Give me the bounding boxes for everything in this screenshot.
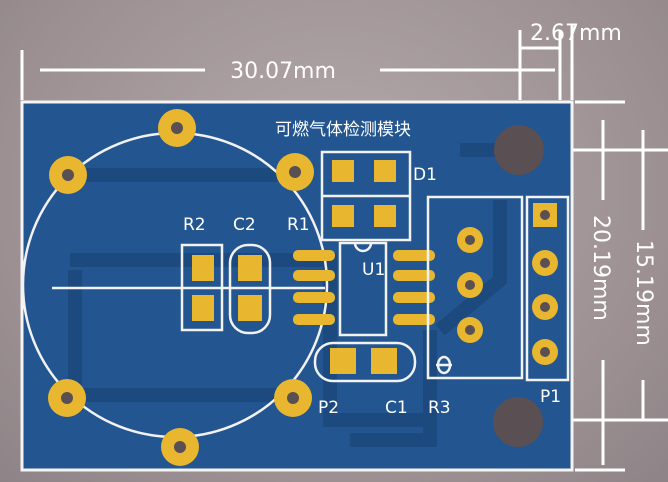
label-r1: R1 bbox=[287, 215, 310, 235]
dimension-height: 20.19mm 15.19mm bbox=[550, 100, 668, 472]
label-d1: D1 bbox=[413, 165, 437, 185]
board-title: 可燃气体检测模块 bbox=[275, 120, 411, 140]
label-c1: C1 bbox=[385, 398, 408, 418]
height-outer-dimension-label: 20.19mm bbox=[588, 215, 613, 321]
label-u1: U1 bbox=[362, 260, 385, 280]
component-r3 bbox=[426, 195, 524, 380]
component-u1: U1 bbox=[293, 241, 435, 337]
label-p2: P2 bbox=[318, 398, 339, 418]
component-r2: R2 bbox=[180, 215, 224, 332]
width-dimension-label: 30.07mm bbox=[230, 59, 336, 84]
label-p1: P1 bbox=[540, 387, 561, 407]
dimension-width: 30.07mm bbox=[20, 25, 574, 100]
dimension-offset: 2.67mm bbox=[518, 21, 622, 100]
label-c2: C2 bbox=[233, 215, 256, 235]
header-p1: P1 bbox=[525, 195, 570, 407]
pcb-board: 可燃气体检测模块 D1 R2 C2 R1 bbox=[20, 100, 574, 472]
component-c2: C2 bbox=[228, 215, 272, 335]
height-inner-dimension-label: 15.19mm bbox=[631, 240, 656, 346]
label-r3: R3 bbox=[428, 398, 451, 418]
component-c1: P2 C1 R3 bbox=[313, 341, 451, 418]
sensor-pads bbox=[48, 109, 314, 466]
offset-dimension-label: 2.67mm bbox=[530, 21, 622, 46]
component-d1: D1 bbox=[320, 150, 437, 242]
label-r2: R2 bbox=[183, 215, 206, 235]
